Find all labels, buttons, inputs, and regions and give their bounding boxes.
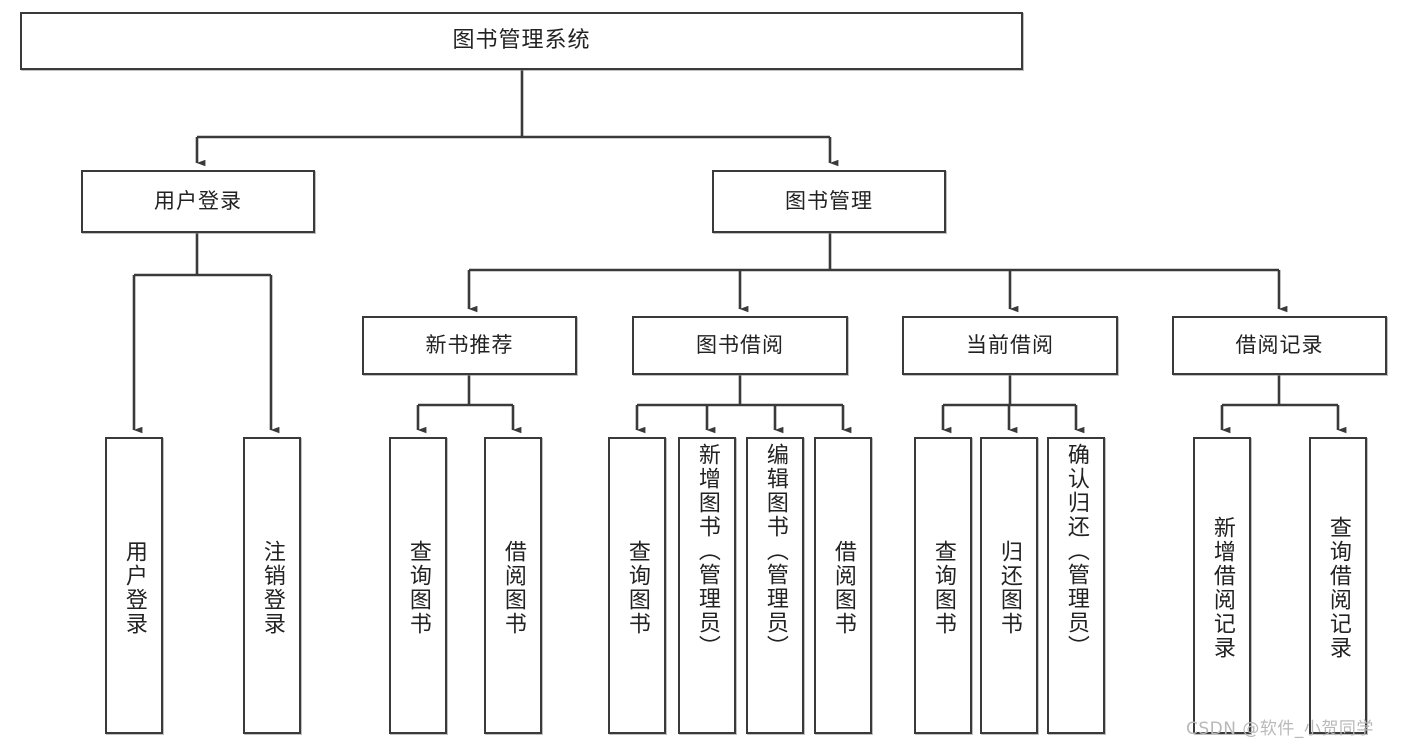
node-label: 查询图书 <box>624 539 650 636</box>
leaf-query-book-new-recommend[interactable]: 查询图书 <box>389 437 447 734</box>
node-label: 图书管理系统 <box>452 27 591 53</box>
leaf-user-login[interactable]: 用户登录 <box>105 437 163 734</box>
node-label: 图书借阅 <box>696 332 784 357</box>
node-root-book-management-system[interactable]: 图书管理系统 <box>20 12 1023 70</box>
node-label: 编辑图书（管理员） <box>762 443 788 659</box>
node-label: 查询借阅记录 <box>1325 515 1351 660</box>
leaf-borrow-book-new-recommend[interactable]: 借阅图书 <box>484 437 542 734</box>
node-label: 注销登录 <box>259 539 285 636</box>
csdn-watermark: CSDN @软件_小贺同学 <box>1186 719 1374 739</box>
node-borrow-record[interactable]: 借阅记录 <box>1172 316 1387 375</box>
node-user-login[interactable]: 用户登录 <box>81 170 315 233</box>
leaf-query-book-current[interactable]: 查询图书 <box>914 437 972 734</box>
node-label: 归还图书 <box>996 539 1022 636</box>
leaf-logout-login[interactable]: 注销登录 <box>243 437 301 734</box>
leaf-return-book[interactable]: 归还图书 <box>980 437 1038 734</box>
node-label: 查询图书 <box>405 539 431 636</box>
leaf-edit-book-admin[interactable]: 编辑图书（管理员） <box>746 437 804 734</box>
leaf-query-book-borrow[interactable]: 查询图书 <box>608 437 666 734</box>
node-label: 用户登录 <box>154 188 242 213</box>
node-label: 借阅图书 <box>830 539 856 636</box>
node-label: 图书管理 <box>785 188 873 213</box>
leaf-add-book-admin[interactable]: 新增图书（管理员） <box>678 437 736 734</box>
node-label: 查询图书 <box>930 539 956 636</box>
node-book-borrow[interactable]: 图书借阅 <box>632 316 848 375</box>
node-label: 借阅记录 <box>1235 332 1324 357</box>
node-new-book-recommend[interactable]: 新书推荐 <box>362 316 577 375</box>
leaf-query-borrow-record[interactable]: 查询借阅记录 <box>1309 437 1367 734</box>
node-label: 新书推荐 <box>425 332 514 357</box>
leaf-confirm-return-admin[interactable]: 确认归还（管理员） <box>1047 437 1105 734</box>
node-label: 新增借阅记录 <box>1209 515 1235 660</box>
node-book-management[interactable]: 图书管理 <box>712 170 946 233</box>
node-current-borrow[interactable]: 当前借阅 <box>902 316 1118 375</box>
node-label: 新增图书（管理员） <box>694 443 720 659</box>
node-label: 当前借阅 <box>966 332 1054 357</box>
node-label: 借阅图书 <box>500 539 526 636</box>
leaf-borrow-book-borrow[interactable]: 借阅图书 <box>814 437 872 734</box>
node-label: 用户登录 <box>121 539 147 636</box>
node-label: 确认归还（管理员） <box>1063 443 1089 659</box>
leaf-add-borrow-record[interactable]: 新增借阅记录 <box>1193 437 1251 734</box>
